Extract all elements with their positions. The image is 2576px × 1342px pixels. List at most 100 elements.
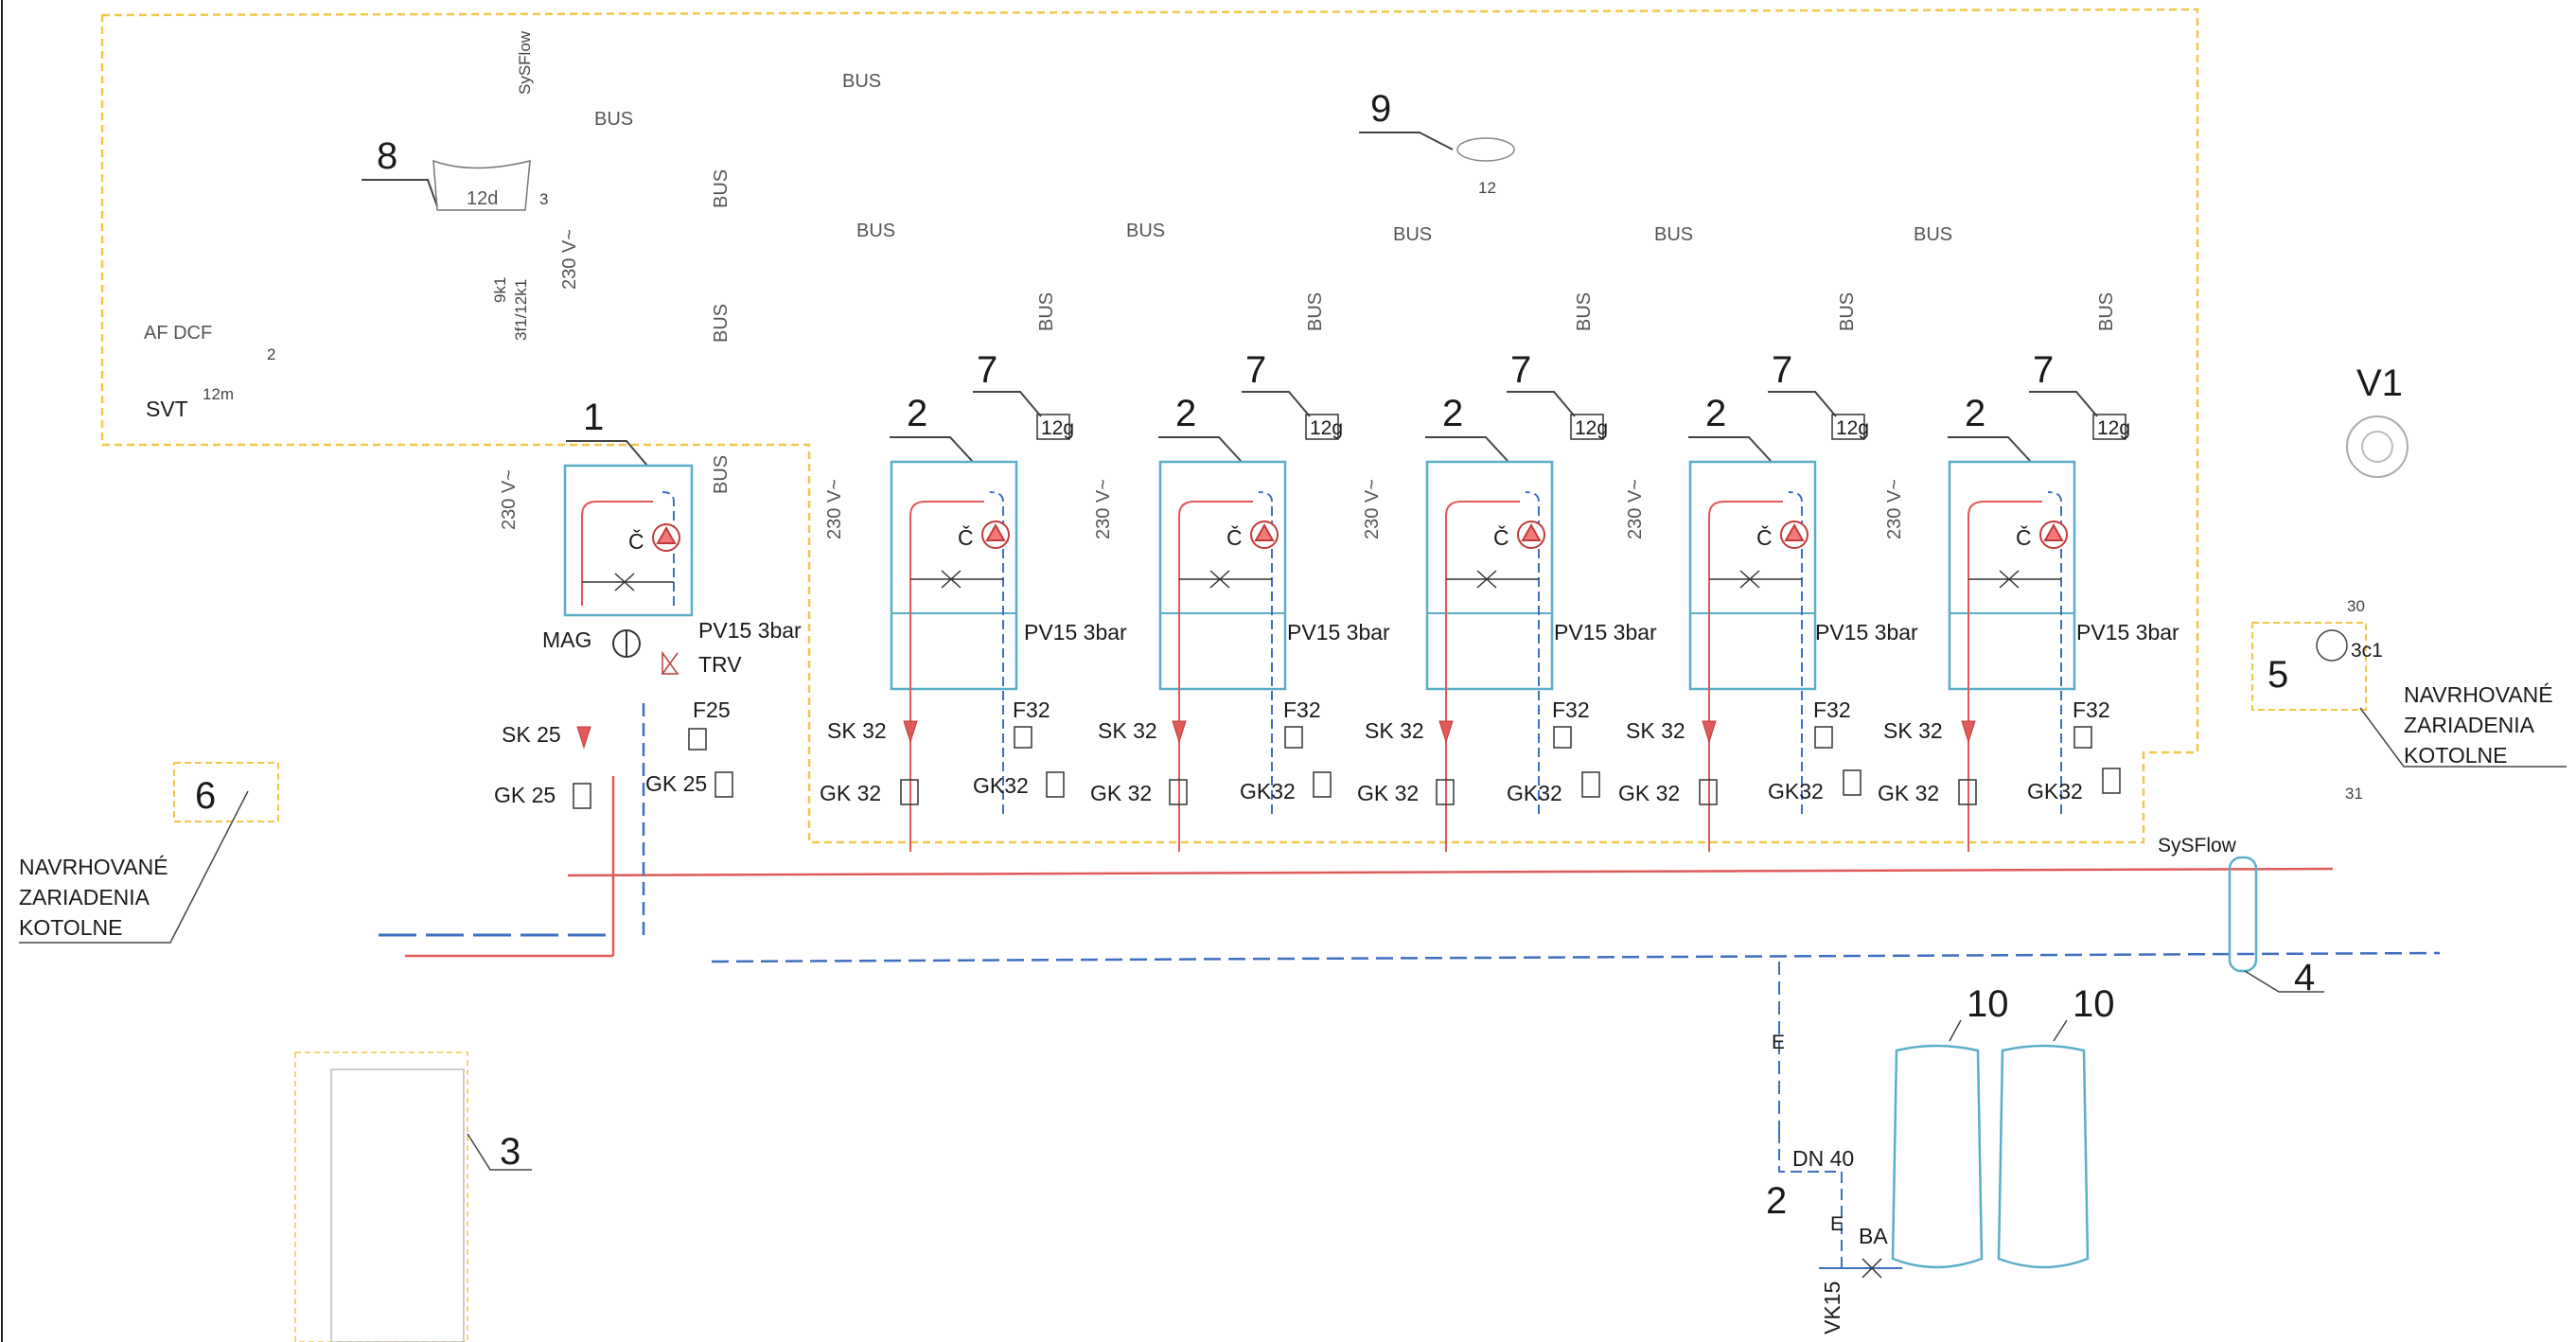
boiler-group: 2 7 12g Č PV15 3bar F32 SK 32 GK 32 GK32 bbox=[820, 349, 2179, 852]
svg-text:3f1/12k1: 3f1/12k1 bbox=[512, 279, 530, 341]
svg-text:12g: 12g bbox=[2097, 417, 2130, 439]
controller-number: 7 bbox=[2033, 349, 2054, 391]
valve-v1: V1 bbox=[2346, 362, 2408, 478]
control-panel-number: 8 bbox=[377, 135, 397, 177]
pump-label: Č bbox=[2016, 524, 2032, 550]
svg-text:3: 3 bbox=[500, 1131, 520, 1173]
svg-text:230 V~: 230 V~ bbox=[1884, 479, 1905, 539]
svg-text:PV15 3bar: PV15 3bar bbox=[2076, 620, 2179, 645]
svg-text:ZARIADENIA: ZARIADENIA bbox=[2404, 713, 2535, 737]
bus-label: BUS bbox=[856, 221, 895, 241]
svg-text:PV15 3bar: PV15 3bar bbox=[1024, 620, 1127, 645]
svg-text:31: 31 bbox=[2345, 785, 2363, 803]
controller-number: 7 bbox=[1245, 349, 1266, 391]
svg-text:SK 32: SK 32 bbox=[827, 718, 887, 743]
svg-text:12m: 12m bbox=[203, 385, 234, 403]
boiler-2[interactable]: 2 7 12g Č PV15 3bar F32 SK 32 GK 32 GK32 bbox=[1618, 349, 1918, 852]
bus-label: BUS bbox=[2096, 292, 2117, 331]
bus-label: BUS bbox=[711, 169, 732, 208]
controller-number: 7 bbox=[1510, 349, 1531, 391]
svg-text:12d: 12d bbox=[467, 188, 498, 209]
svg-text:230 V~: 230 V~ bbox=[824, 479, 845, 539]
unit-6: 6 bbox=[173, 762, 279, 822]
boiler-2[interactable]: 2 7 12g Č PV15 3bar F32 SK 32 GK 32 GK32 bbox=[820, 349, 1127, 852]
pump-label: Č bbox=[628, 528, 644, 554]
svg-text:230 V~: 230 V~ bbox=[499, 469, 520, 530]
svg-text:F32: F32 bbox=[1283, 697, 1321, 722]
svg-text:ZARIADENIA: ZARIADENIA bbox=[19, 885, 150, 909]
pump-icon bbox=[2039, 521, 2068, 549]
svg-text:PV15 3bar: PV15 3bar bbox=[1554, 620, 1657, 645]
svg-text:NAVRHOVANÉ: NAVRHOVANÉ bbox=[2404, 682, 2553, 707]
svg-text:SK 32: SK 32 bbox=[1098, 718, 1157, 743]
boiler-1[interactable]: 1 Č MAG PV15 3bar TRV F25 SK 25 GK 25 GK… bbox=[494, 397, 802, 809]
boiler-2[interactable]: 2 7 12g Č PV15 3bar F32 SK 32 GK 32 GK32 bbox=[1878, 349, 2179, 852]
svg-text:12g: 12g bbox=[1575, 417, 1608, 439]
note-left: NAVRHOVANÉ ZARIADENIA KOTOLNE bbox=[19, 790, 249, 944]
bus-label: BUS bbox=[711, 455, 732, 494]
svg-text:GK32: GK32 bbox=[973, 773, 1029, 798]
note-right: NAVRHOVANÉ ZARIADENIA KOTOLNE bbox=[2359, 682, 2567, 768]
bus-label: BUS bbox=[711, 304, 732, 343]
pump-label: Č bbox=[1756, 524, 1773, 550]
svg-text:MAG: MAG bbox=[542, 627, 591, 652]
bus-label: BUS bbox=[1393, 224, 1432, 245]
svg-text:GK 25: GK 25 bbox=[494, 783, 556, 807]
bus-label: BUS bbox=[1914, 224, 1952, 245]
svg-text:TRV: TRV bbox=[698, 652, 742, 677]
svg-text:SK 32: SK 32 bbox=[1365, 718, 1424, 743]
boiler-2[interactable]: 2 7 12g Č PV15 3bar F32 SK 32 GK 32 GK32 bbox=[1357, 349, 1657, 852]
boiler-number: 2 bbox=[907, 393, 927, 434]
bus-label: BUS bbox=[842, 71, 881, 92]
bus-boundary bbox=[100, 8, 2199, 844]
svg-text:SK 25: SK 25 bbox=[502, 722, 561, 747]
svg-text:9: 9 bbox=[1370, 88, 1391, 130]
pump-icon bbox=[1517, 521, 1545, 549]
svg-text:SySFlow: SySFlow bbox=[2158, 835, 2237, 856]
svg-text:12: 12 bbox=[1478, 179, 1496, 197]
svg-text:6: 6 bbox=[195, 775, 216, 817]
expansion-tanks[interactable]: E DN 40 2 E BA VK15 10 10 bbox=[1766, 962, 2115, 1334]
svg-text:V1: V1 bbox=[2356, 362, 2403, 404]
svg-text:GK32: GK32 bbox=[1768, 779, 1824, 803]
svg-text:10: 10 bbox=[1967, 983, 2009, 1025]
svg-text:GK32: GK32 bbox=[1507, 781, 1562, 805]
boiler-number: 2 bbox=[1705, 393, 1726, 434]
svg-text:SK 32: SK 32 bbox=[1883, 718, 1943, 743]
svg-text:VK15: VK15 bbox=[1820, 1281, 1844, 1334]
controller-number: 7 bbox=[977, 349, 997, 391]
svg-text:GK32: GK32 bbox=[1240, 779, 1296, 803]
bus-label: BUS bbox=[1036, 292, 1057, 331]
svg-text:F32: F32 bbox=[1552, 697, 1590, 722]
svg-text:BA: BA bbox=[1859, 1224, 1888, 1248]
control-panel-8[interactable]: 8 12d 3 SySFlow 9k1 3f1/12k1 bbox=[362, 30, 548, 341]
svg-text:F32: F32 bbox=[2073, 697, 2110, 722]
hydraulic-separator[interactable]: SySFlow 4 bbox=[2158, 835, 2324, 998]
pump-icon bbox=[1780, 521, 1808, 549]
pump-icon bbox=[652, 523, 680, 552]
bus-labels: BUS BUS BUS BUS BUS BUS BUS BUS BUS BUS … bbox=[594, 71, 2117, 494]
svg-text:30: 30 bbox=[2347, 597, 2365, 615]
svg-text:F32: F32 bbox=[1013, 697, 1050, 722]
boiler-number: 2 bbox=[1965, 393, 1985, 434]
svg-text:12g: 12g bbox=[1310, 417, 1343, 439]
svg-text:KOTOLNE: KOTOLNE bbox=[2404, 743, 2508, 768]
svg-text:SK 32: SK 32 bbox=[1626, 718, 1685, 743]
pump-icon bbox=[981, 521, 1010, 549]
svg-text:DN 40: DN 40 bbox=[1792, 1146, 1854, 1171]
boiler-2[interactable]: 2 7 12g Č PV15 3bar F32 SK 32 GK 32 GK32 bbox=[1090, 349, 1390, 852]
svg-text:GK 25: GK 25 bbox=[645, 771, 707, 796]
svg-text:GK 32: GK 32 bbox=[1090, 781, 1152, 805]
svg-text:GK 32: GK 32 bbox=[820, 781, 881, 805]
supply-header bbox=[567, 867, 2334, 877]
bus-label: BUS bbox=[1126, 221, 1165, 241]
pump-icon bbox=[1250, 521, 1279, 549]
svg-text:12g: 12g bbox=[1836, 417, 1869, 439]
svg-text:230 V~: 230 V~ bbox=[1625, 479, 1646, 539]
svg-text:SVT: SVT bbox=[146, 397, 188, 421]
unit-5: 5 3c1 30 31 bbox=[2251, 597, 2383, 803]
svg-text:F32: F32 bbox=[1813, 697, 1851, 722]
svg-text:2: 2 bbox=[1766, 1180, 1787, 1222]
svg-text:230 V~: 230 V~ bbox=[1362, 479, 1383, 539]
svg-text:2: 2 bbox=[267, 345, 275, 363]
